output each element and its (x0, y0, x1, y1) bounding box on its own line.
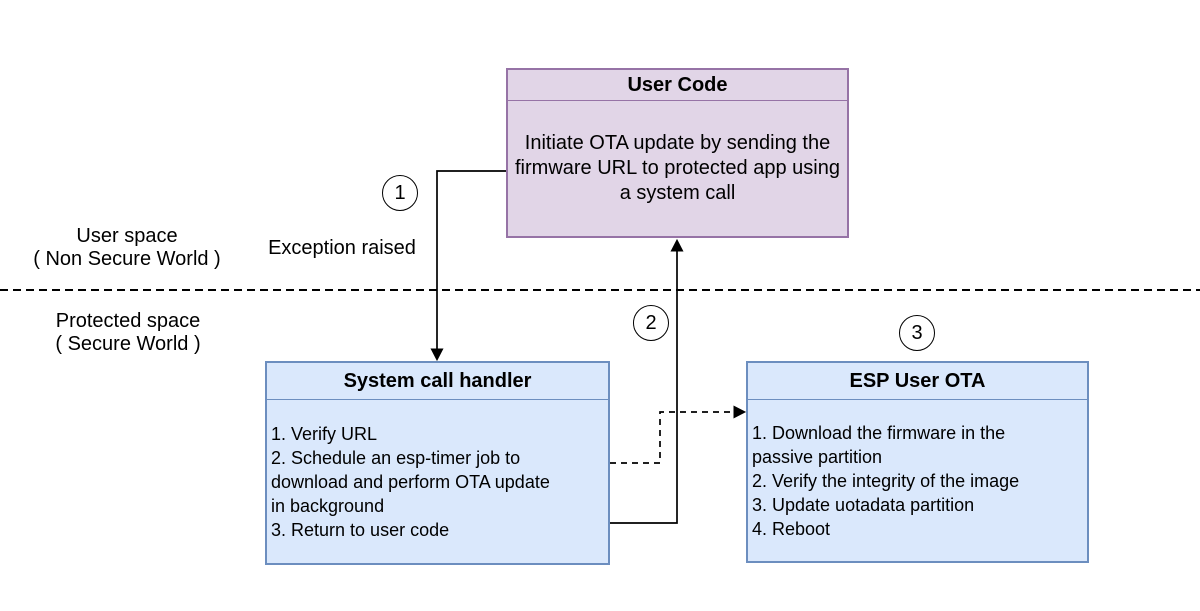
user-space-label-line1: User space (76, 225, 178, 247)
protected-space-label: Protected space ( Secure World ) (18, 310, 238, 356)
esp-user-ota-item: 3. Update uotadata partition (752, 494, 975, 515)
return-to-user-arrow (610, 238, 684, 524)
step-badge-2: 2 (633, 305, 669, 341)
esp-user-ota-box: ESP User OTA 1. Download the firmware in… (746, 361, 1089, 563)
user-code-body: Initiate OTA update by sending the firmw… (515, 132, 840, 204)
step-badge-3: 3 (899, 315, 935, 351)
esp-user-ota-item: 1. Download the firmware in the passive … (752, 422, 1006, 467)
step-badge-1: 1 (382, 175, 418, 211)
user-code-title: User Code (508, 70, 847, 101)
esp-user-ota-item: 4. Reboot (752, 518, 831, 539)
system-call-handler-item: 1. Verify URL (271, 423, 378, 444)
system-call-handler-box: System call handler 1. Verify URL 2. Sch… (265, 361, 610, 565)
user-space-label-line2: ( Non Secure World ) (33, 248, 221, 270)
system-call-handler-item: 2. Schedule an esp-timer job to download… (271, 447, 550, 516)
esp-user-ota-title: ESP User OTA (748, 363, 1087, 400)
protected-space-label-line1: Protected space (55, 310, 201, 332)
system-call-handler-title: System call handler (267, 363, 608, 400)
protected-space-label-line2: ( Secure World ) (55, 333, 201, 355)
esp-user-ota-item: 2. Verify the integrity of the image (752, 470, 1020, 491)
esp-user-ota-body: 1. Download the firmware in the passive … (748, 400, 1087, 561)
exception-raised-label: Exception raised (268, 237, 416, 259)
exception-arrow (430, 170, 506, 362)
ota-dispatch-arrow (610, 405, 747, 464)
system-call-handler-item: 3. Return to user code (271, 519, 450, 540)
user-code-box: User Code Initiate OTA update by sending… (506, 68, 849, 238)
system-call-handler-body: 1. Verify URL 2. Schedule an esp-timer j… (267, 400, 608, 563)
user-space-label: User space ( Non Secure World ) (17, 225, 237, 271)
